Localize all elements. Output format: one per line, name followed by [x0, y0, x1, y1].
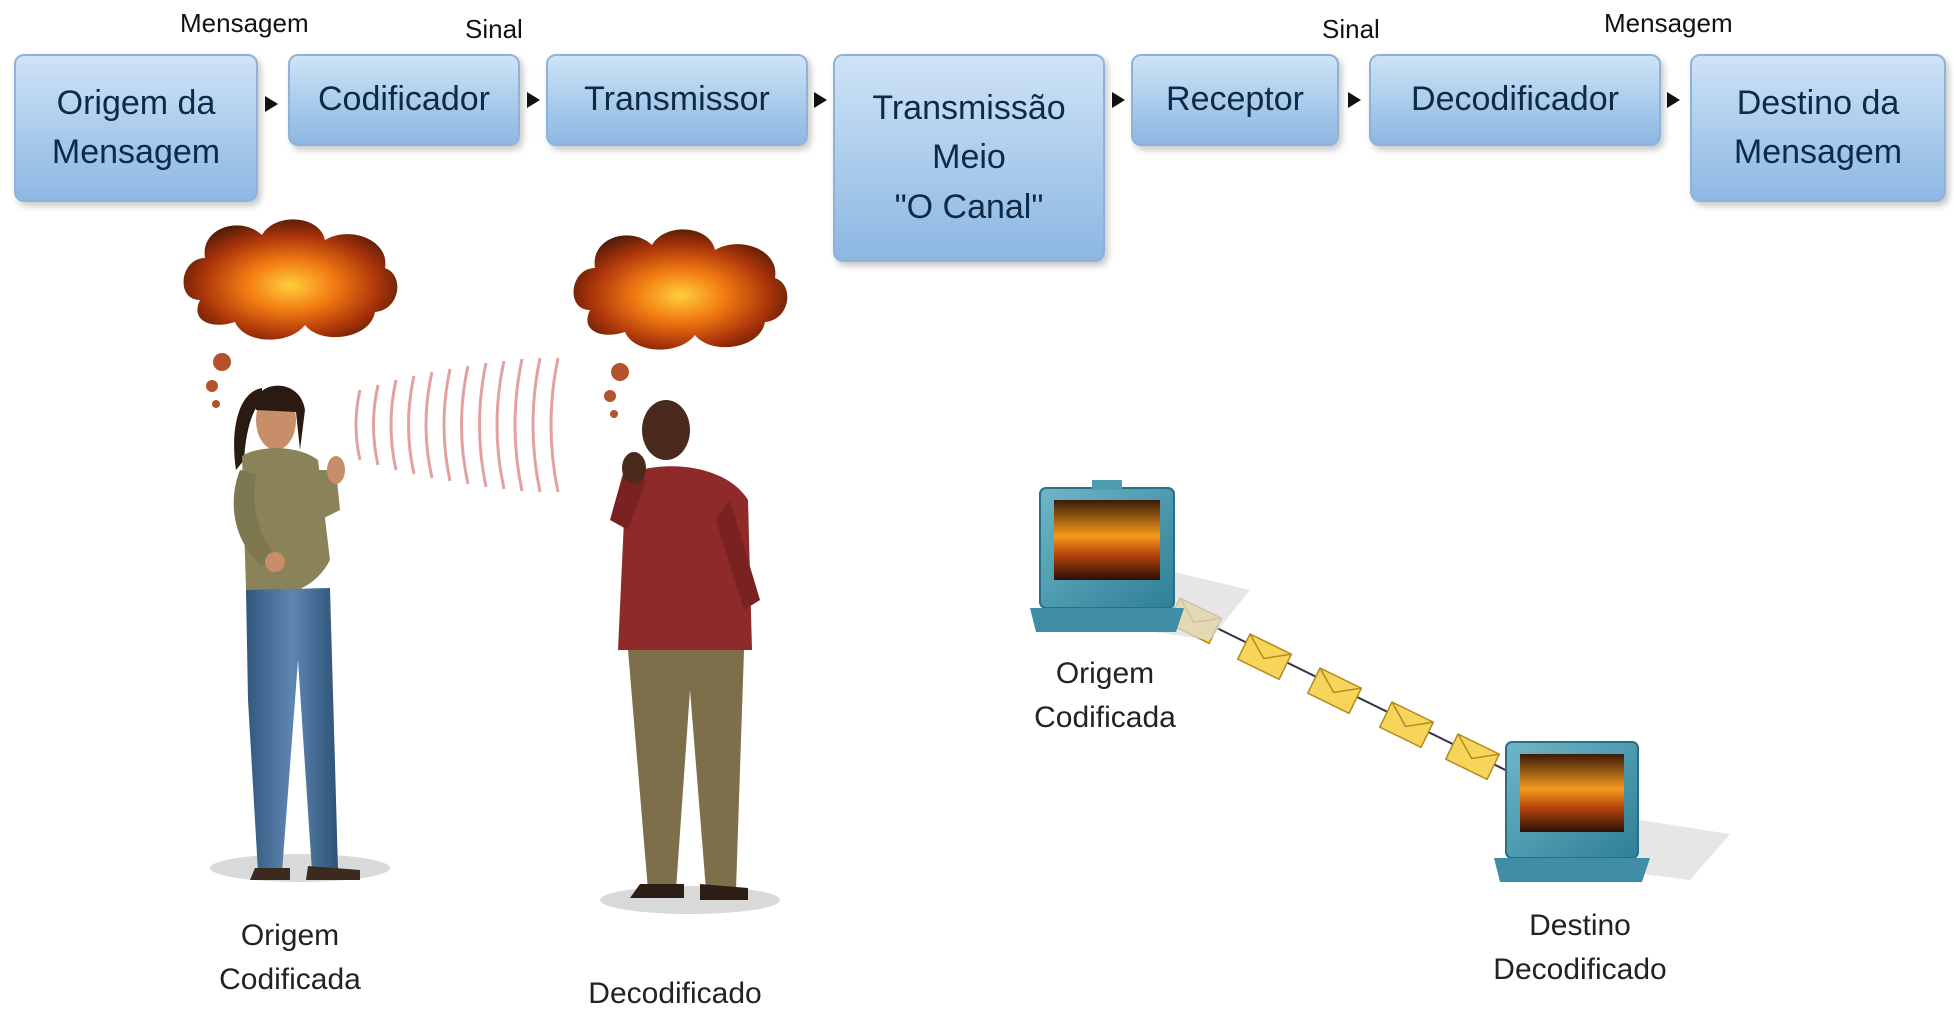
step-decodificador-label: Decodificador — [1411, 80, 1619, 119]
caption-woman-line-1: Origem — [240, 919, 340, 952]
step-destino-line-1: Destino da — [1736, 83, 1900, 122]
envelope-icon — [1444, 732, 1501, 781]
destination-computer-icon — [1494, 741, 1730, 882]
envelope-icon — [1306, 666, 1363, 715]
label-mensagem-origem: Mensagem — [180, 8, 309, 38]
step-codificador: Codificador — [288, 54, 520, 146]
woman-figure-icon — [210, 385, 390, 882]
flow-arrow-icon — [1667, 92, 1680, 108]
step-destino-line-2: Mensagem — [1733, 133, 1903, 171]
man-figure-icon — [600, 400, 780, 914]
caption-woman: Origem Codificada — [190, 914, 390, 1001]
step-origem-line-1: Origem da — [56, 83, 216, 122]
label-sinal-codificador: Sinal — [465, 14, 523, 44]
step-transmissao-line-3: "O Canal" — [894, 187, 1044, 226]
step-receptor: Receptor — [1131, 54, 1339, 146]
caption-source-line-1: Origem — [1055, 657, 1155, 690]
sound-waves-icon — [354, 357, 560, 493]
caption-destination-computer: Destino Decodificado — [1470, 904, 1690, 991]
caption-man: Decodificado — [560, 972, 790, 1016]
label-sinal-receptor: Sinal — [1322, 14, 1380, 44]
envelope-icon — [1236, 632, 1293, 681]
step-transmissor: Transmissor — [546, 54, 808, 146]
step-origem-da-mensagem: Origem da Mensagem — [14, 54, 258, 202]
caption-destination-line-2: Decodificado — [1493, 952, 1667, 986]
step-transmissao-line-1: Transmissão — [872, 89, 1066, 128]
step-decodificador: Decodificador — [1369, 54, 1661, 146]
step-destino-da-mensagem: Destino da Mensagem — [1690, 54, 1946, 202]
step-origem-line-2: Mensagem — [51, 133, 221, 171]
step-receptor-label: Receptor — [1166, 80, 1304, 119]
envelope-icon — [1378, 700, 1435, 749]
step-transmissao-meio: Transmissão Meio "O Canal" — [833, 54, 1105, 262]
caption-destination-line-1: Destino — [1529, 909, 1631, 942]
step-transmissao-line-2: Meio — [932, 138, 1006, 177]
flow-arrow-icon — [1348, 92, 1361, 108]
thought-cloud-icon — [573, 229, 788, 418]
flow-arrow-icon — [265, 96, 278, 112]
caption-man-line-1: Decodificado — [588, 977, 762, 1010]
flow-arrow-icon — [527, 92, 540, 108]
caption-source-computer: Origem Codificada — [1005, 652, 1205, 739]
caption-source-line-2: Codificada — [1034, 700, 1176, 734]
thought-cloud-icon — [183, 219, 398, 408]
flow-arrow-icon — [814, 92, 827, 108]
step-transmissor-label: Transmissor — [584, 80, 770, 119]
step-codificador-label: Codificador — [318, 80, 490, 119]
caption-woman-line-2: Codificada — [219, 962, 361, 996]
label-mensagem-destino: Mensagem — [1604, 8, 1733, 38]
source-computer-icon — [1030, 480, 1250, 640]
flow-arrow-icon — [1112, 92, 1125, 108]
